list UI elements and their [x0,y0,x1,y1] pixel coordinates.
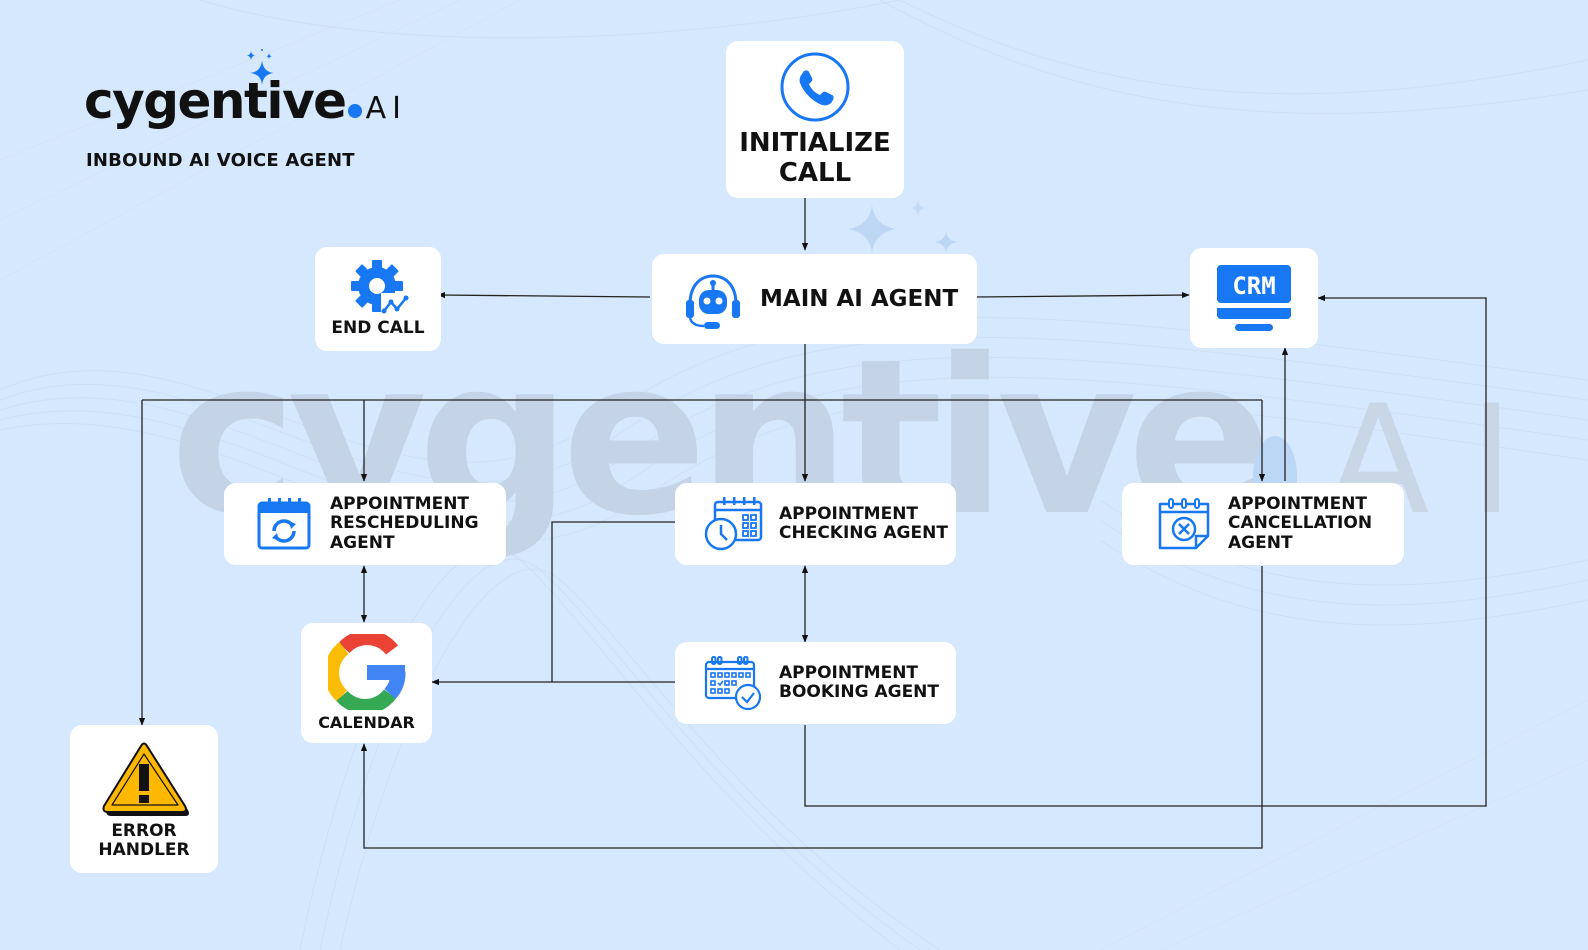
node-checking-agent[interactable]: APPOINTMENT CHECKING AGENT [675,483,956,565]
initialize-call-label-line1: INITIALIZE [739,128,891,159]
cancellation-label-line3: AGENT [1228,532,1293,553]
node-calendar[interactable]: CALENDAR [301,623,432,743]
brand-suffix: AI [365,91,407,126]
crm-monitor-icon: CRM [1217,265,1291,331]
node-booking-agent[interactable]: APPOINTMENT BOOKING AGENT [675,642,956,724]
calendar-refresh-icon [257,498,311,550]
brand-name: cygentive [84,72,347,130]
end-call-label: END CALL [331,318,425,339]
booking-label-line1: APPOINTMENT [779,662,919,683]
checking-label-line2: CHECKING AGENT [779,523,948,543]
node-error-handler[interactable]: ERROR HANDLER [70,725,218,873]
initialize-call-label-line2: CALL [778,157,852,188]
crm-label: CRM [1232,272,1275,300]
brand-dot [347,104,362,118]
edge-main-to-crm [975,291,1190,299]
warning-icon [102,742,189,816]
calendar-label: CALENDAR [318,712,415,732]
rescheduling-label-line1: APPOINTMENT [330,494,470,515]
node-main-ai-agent[interactable]: MAIN AI AGENT [652,254,977,344]
page-subtitle: INBOUND AI VOICE AGENT [86,150,355,171]
google-g-icon [327,633,405,710]
node-initialize-call[interactable]: INITIALIZE CALL [726,41,904,198]
booking-label-line2: BOOKING AGENT [779,682,940,702]
checking-label-line1: APPOINTMENT [779,503,919,524]
node-rescheduling-agent[interactable]: APPOINTMENT RESCHEDULING AGENT [224,483,506,565]
robot-headset-icon [686,274,740,329]
node-end-call[interactable]: END CALL [315,247,441,351]
node-crm[interactable]: CRM [1190,248,1318,348]
calendar-clock-icon [704,497,763,551]
rescheduling-label-line3: AGENT [330,532,395,553]
error-handler-label-line2: HANDLER [98,840,190,860]
cancellation-label-line2: CANCELLATION [1228,513,1373,534]
cancellation-label-line1: APPOINTMENT [1228,494,1368,515]
node-cancellation-agent[interactable]: APPOINTMENT CANCELLATION AGENT [1122,483,1404,565]
phone-icon [780,52,850,122]
error-handler-label-line1: ERROR [111,820,177,841]
calendar-check-icon [704,656,762,711]
calendar-cancel-icon [1158,498,1210,550]
rescheduling-label-line2: RESCHEDULING [330,513,479,534]
edge-main-to-endcall [437,291,651,299]
logo-sparkle-icon [247,49,274,85]
gear-chart-icon [351,260,409,316]
edge-booking-to-crm [804,294,1487,807]
main-agent-label: MAIN AI AGENT [760,286,959,312]
edge-checking-to-calendar [551,521,675,682]
edge-cancellation-to-calendar [360,566,1263,849]
